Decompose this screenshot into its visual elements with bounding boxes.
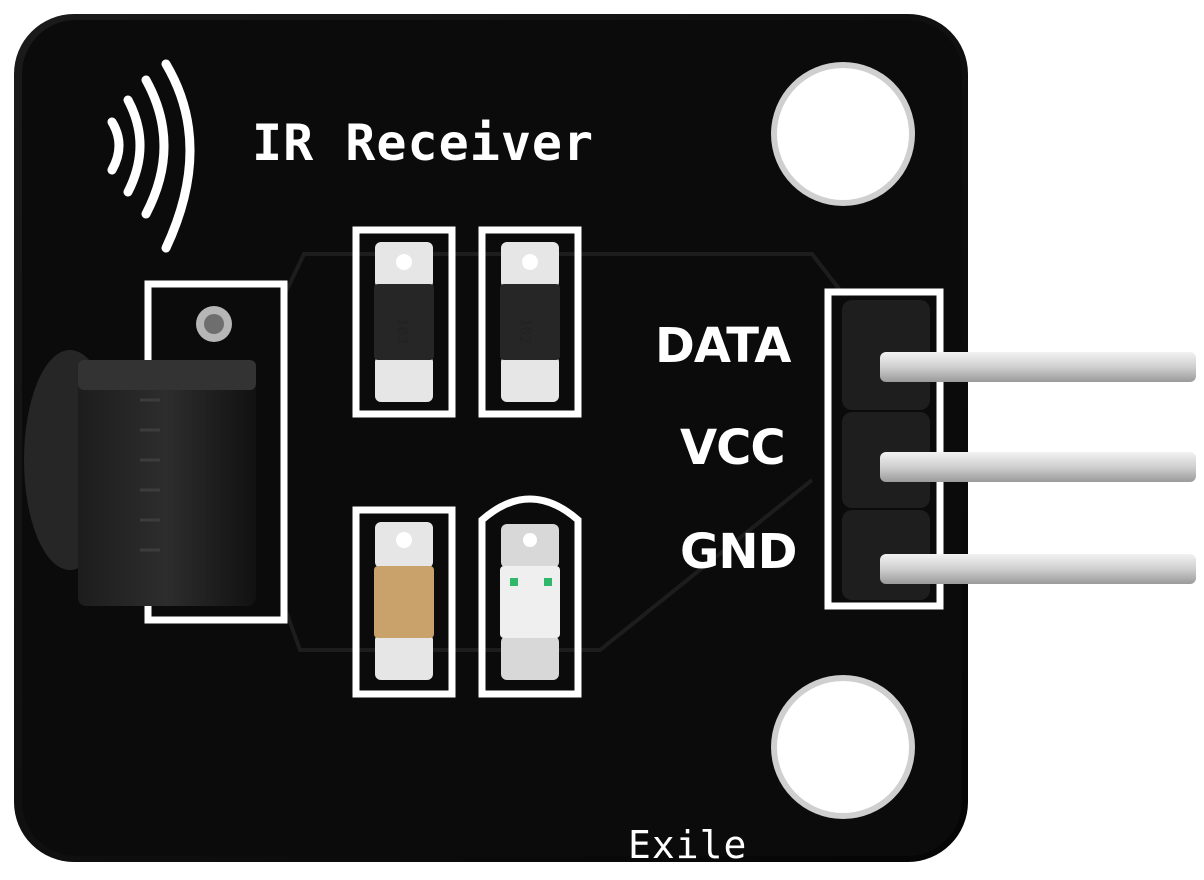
resistor-r1 (352, 226, 456, 418)
brand-label: Exile (628, 823, 748, 867)
pin-label-vcc: VCC (680, 420, 786, 476)
ir-receiver-sensor (24, 280, 288, 624)
capacitor (352, 506, 456, 698)
pin-gnd-wire (880, 554, 1196, 584)
resistor-code-r2: 102 (516, 317, 535, 345)
pcb-board (14, 14, 968, 862)
pin-label-data: DATA (655, 318, 791, 374)
resistor-code-r1: 103 (393, 317, 412, 345)
status-led (478, 495, 582, 698)
resistor-r2 (478, 226, 582, 418)
ir-wave-icon (107, 59, 195, 253)
mounting-hole-top (771, 62, 915, 206)
pin-vcc-wire (880, 452, 1196, 482)
pin-label-gnd: GND (680, 524, 797, 580)
mounting-hole-bottom (771, 675, 915, 819)
board-title: IR Receiver (252, 114, 595, 172)
pin-data-wire (880, 352, 1196, 382)
